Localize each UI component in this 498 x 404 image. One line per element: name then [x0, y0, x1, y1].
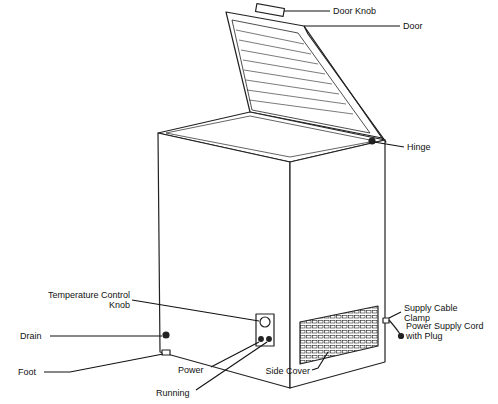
part-label: Door Knob	[333, 6, 403, 16]
cabinet-side	[290, 140, 385, 388]
door-knob	[256, 4, 285, 17]
part-label: Hinge	[407, 142, 467, 152]
part-label: Foot	[18, 367, 46, 377]
cable-clamp	[383, 318, 389, 323]
door-edge	[304, 26, 386, 142]
leader-lines	[44, 11, 404, 390]
part-label: Power	[178, 365, 212, 375]
side-cover	[300, 306, 378, 364]
part-label: Side Cover	[252, 366, 310, 376]
power-light	[259, 337, 264, 342]
drain	[163, 332, 169, 338]
part-label: Supply Cable Clamp	[404, 303, 484, 323]
foot	[162, 350, 170, 355]
part-label: Power Supply Cord with Plug	[406, 321, 494, 341]
part-label: Running	[156, 388, 200, 398]
part-label: Door	[403, 21, 463, 31]
door-liner	[236, 30, 353, 114]
power-cord	[389, 320, 400, 334]
plug	[399, 334, 404, 339]
running-light	[267, 337, 272, 342]
hinge	[369, 138, 375, 144]
part-label: Temperature Control Knob	[30, 290, 130, 310]
cabinet-front	[158, 133, 290, 388]
part-label: Drain	[20, 331, 50, 341]
control-panel	[256, 314, 274, 346]
temperature-knob	[260, 317, 270, 327]
